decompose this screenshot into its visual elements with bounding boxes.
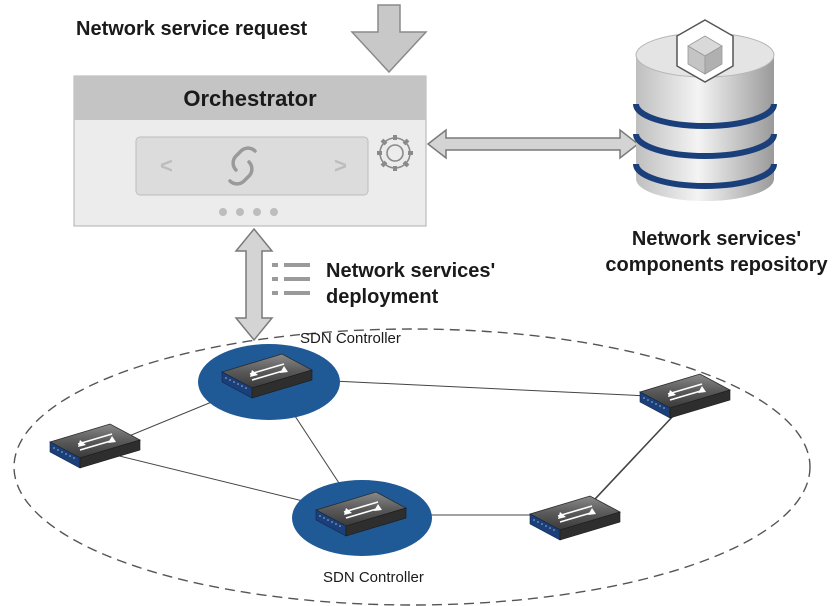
switch-left bbox=[49, 423, 141, 469]
repository-label-line1: Network services' bbox=[631, 228, 802, 250]
orchestrator-title: Orchestrator bbox=[183, 86, 317, 111]
sdn-controller-top-label: SDN Controller bbox=[300, 330, 401, 347]
gear-icon bbox=[377, 135, 413, 171]
request-arrow bbox=[350, 4, 428, 74]
orchestrator-panel bbox=[73, 75, 427, 227]
carousel-prev-icon: < bbox=[160, 153, 173, 178]
cube-icon bbox=[676, 19, 734, 83]
network-domain-boundary bbox=[13, 328, 811, 606]
deployment-label-line2: deployment bbox=[326, 286, 439, 308]
repository-label-line2: components repository bbox=[605, 254, 828, 276]
repo-link-arrow bbox=[426, 128, 640, 160]
list-icon bbox=[272, 263, 310, 295]
sdn-controller-bottom-label: SDN Controller bbox=[323, 569, 424, 586]
deployment-label: Network services' deployment bbox=[326, 258, 495, 310]
request-label: Network service request bbox=[76, 18, 308, 40]
switch-right-top bbox=[639, 373, 731, 419]
carousel-dots bbox=[219, 208, 278, 216]
link-icon bbox=[228, 146, 257, 186]
carousel-next-icon: > bbox=[334, 153, 347, 178]
deployment-label-line1: Network services' bbox=[326, 260, 496, 282]
repository-label: Network services' components repository bbox=[600, 226, 833, 278]
deployment-arrow bbox=[234, 227, 274, 342]
switch-right-bottom bbox=[529, 495, 621, 541]
database-icon bbox=[633, 32, 777, 201]
